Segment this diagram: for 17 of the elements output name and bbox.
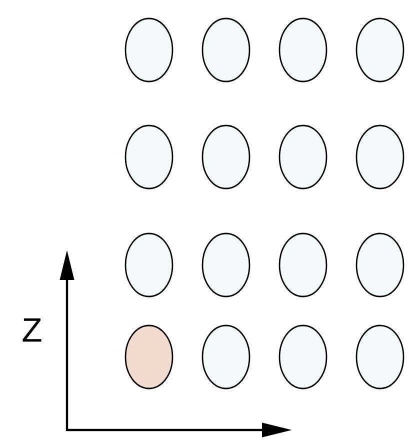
ellipse bbox=[356, 124, 404, 190]
ellipse bbox=[278, 324, 328, 390]
ellipse bbox=[202, 232, 250, 298]
ellipse bbox=[124, 18, 174, 82]
ellipse bbox=[124, 324, 174, 390]
ellipse bbox=[202, 18, 250, 82]
ellipse bbox=[356, 232, 404, 298]
ellipse bbox=[202, 124, 250, 190]
ellipse bbox=[278, 124, 328, 190]
ellipse bbox=[278, 18, 328, 82]
ellipse bbox=[278, 232, 328, 298]
axis-label: Z bbox=[22, 318, 42, 342]
ellipse bbox=[356, 324, 404, 390]
ellipse bbox=[202, 324, 250, 390]
ellipse bbox=[124, 124, 174, 190]
ellipse bbox=[124, 232, 174, 298]
ellipse bbox=[356, 18, 404, 82]
